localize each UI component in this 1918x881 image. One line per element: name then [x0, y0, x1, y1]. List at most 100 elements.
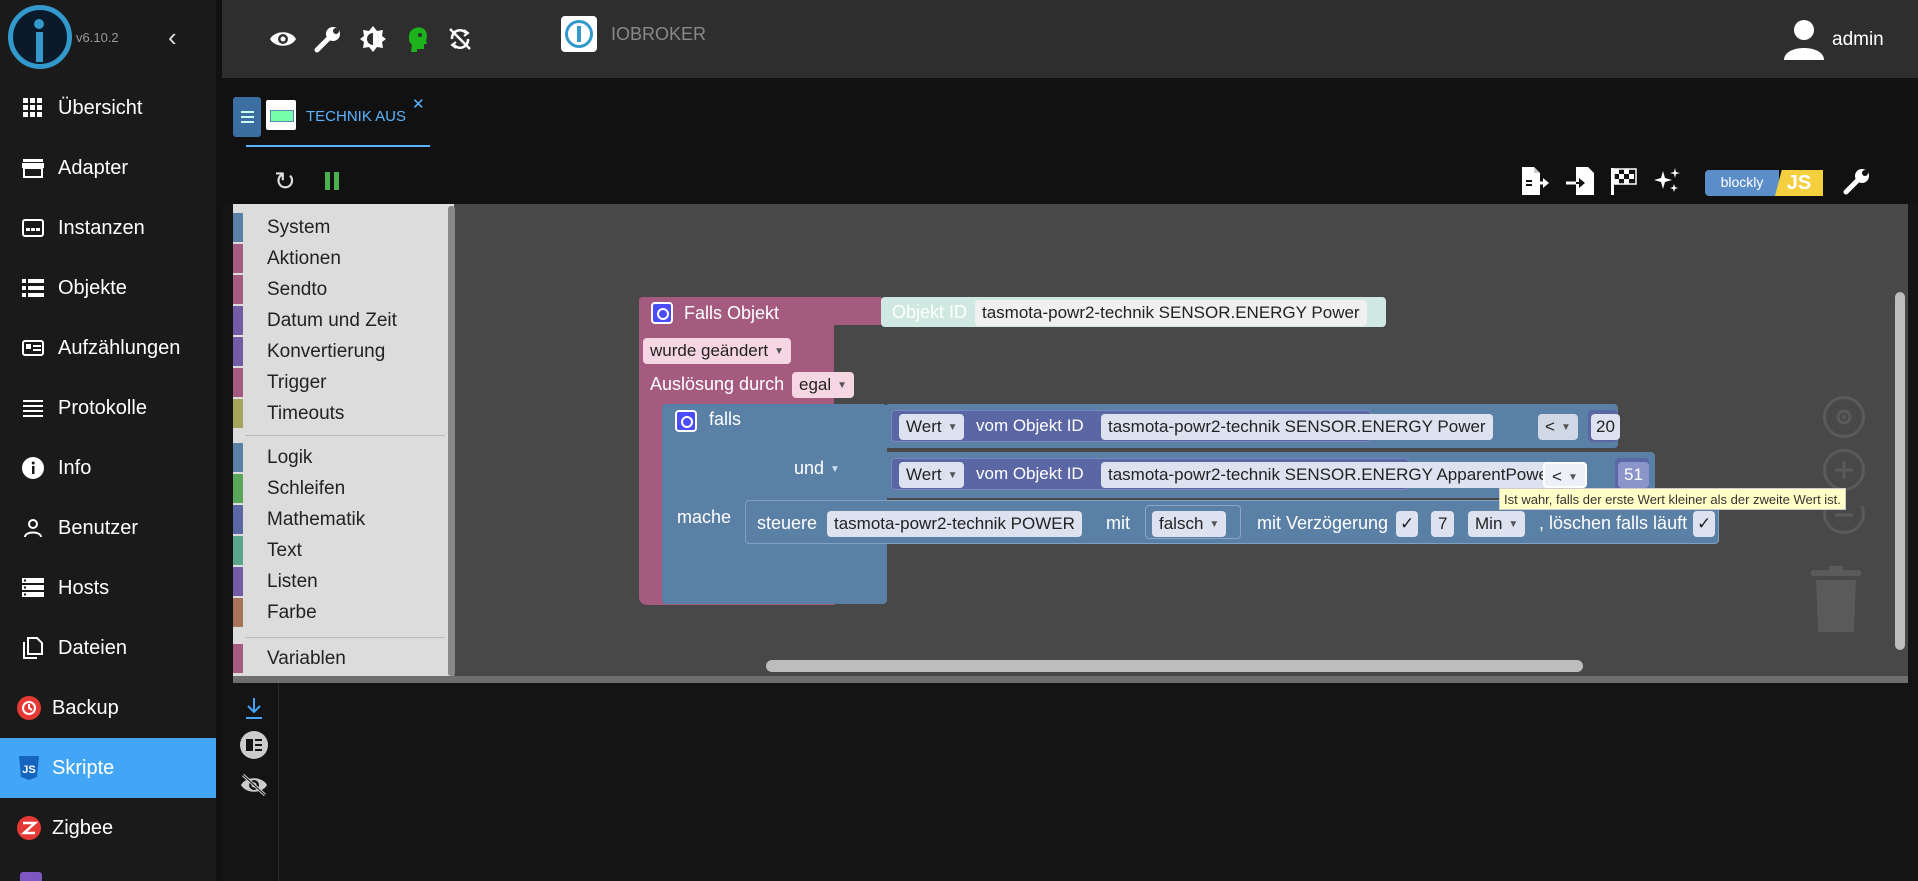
category-mathematik[interactable]: Mathematik [233, 504, 454, 535]
category-schleifen[interactable]: Schleifen [233, 473, 454, 504]
flag-icon[interactable] [1607, 164, 1641, 198]
trigger-object-id-field[interactable]: tasmota-powr2-technik SENSOR.ENERGY Powe… [975, 300, 1367, 326]
tab-close-icon[interactable]: ✕ [412, 96, 425, 113]
sidebar-item-label: Dateien [58, 636, 127, 659]
und-label: und▼ [794, 458, 840, 479]
iobroker-logo[interactable] [8, 5, 72, 69]
operator-dropdown-2[interactable]: <▼ [1543, 462, 1587, 488]
user-avatar-icon[interactable] [1782, 18, 1826, 62]
category-logik[interactable]: Logik [233, 442, 454, 473]
category-konvertierung[interactable]: Konvertierung [233, 336, 454, 367]
category-aktionen[interactable]: Aktionen [233, 243, 454, 274]
number-field-1[interactable]: 20 [1591, 414, 1620, 440]
number-field-2[interactable]: 51 [1618, 462, 1649, 488]
trigger-settings-icon[interactable] [651, 302, 673, 324]
category-text[interactable]: Text [233, 535, 454, 566]
visibility-off-icon[interactable] [237, 768, 271, 802]
info-icon [20, 455, 46, 481]
delay-value-field[interactable]: 7 [1431, 511, 1455, 537]
category-farbe[interactable]: Farbe [233, 597, 454, 628]
if-block-spine [662, 404, 704, 604]
zoom-in-icon[interactable] [1823, 449, 1865, 491]
files-icon [20, 635, 46, 661]
zoom-out-icon[interactable] [1823, 506, 1865, 534]
category-color-bar [233, 567, 243, 596]
magic-icon[interactable] [1650, 164, 1684, 198]
theme-icon[interactable] [355, 21, 391, 57]
trigger-by-dropdown[interactable]: egal▼ [792, 372, 855, 398]
delay-label: mit Verzögerung [1257, 513, 1389, 533]
category-trigger[interactable]: Trigger [233, 367, 454, 398]
export-icon[interactable] [1519, 164, 1553, 198]
condition-value: wurde geändert [650, 341, 769, 360]
condition-dropdown[interactable]: wurde geändert▼ [643, 338, 792, 364]
value-dropdown[interactable]: falsch▼ [1152, 511, 1227, 537]
value-dropdown-1[interactable]: Wert▼ [899, 414, 965, 440]
if-settings-icon[interactable] [675, 410, 697, 432]
sidebar-item-label: Objekte [58, 276, 127, 299]
sidebar-item-info[interactable]: Info [0, 438, 216, 498]
workspace-vertical-scrollbar[interactable] [1895, 292, 1905, 650]
compare-tooltip: Ist wahr, falls der erste Wert kleiner a… [1499, 488, 1846, 510]
category-datum-und-zeit[interactable]: Datum und Zeit [233, 305, 454, 336]
download-icon[interactable] [237, 691, 271, 725]
pause-icon[interactable] [320, 168, 346, 194]
log-view-icon[interactable] [237, 728, 271, 762]
category-timeouts[interactable]: Timeouts [233, 398, 454, 429]
sync-off-icon[interactable] [442, 21, 478, 57]
value-dropdown-2[interactable]: Wert▼ [899, 462, 965, 488]
category-variablen[interactable]: Variablen [233, 643, 454, 674]
blockly-workspace[interactable]: Falls Objekt Objekt ID tasmota-powr2-tec… [233, 204, 1908, 676]
delay-unit-dropdown[interactable]: Min▼ [1468, 511, 1526, 537]
sidebar-item-hosts[interactable]: Hosts [0, 558, 216, 618]
object-id-field-1[interactable]: tasmota-powr2-technik SENSOR.ENERGY Powe… [1101, 414, 1493, 440]
sidebar-item-objekte[interactable]: Objekte [0, 258, 216, 318]
sidebar-item-dateien[interactable]: Dateien [0, 618, 216, 678]
operator-dropdown-1[interactable]: <▼ [1538, 414, 1578, 440]
next-item-icon [20, 872, 42, 881]
eye-icon[interactable] [265, 21, 301, 57]
category-system[interactable]: System [233, 212, 454, 243]
sidebar-item-benutzer[interactable]: Benutzer [0, 498, 216, 558]
sidebar-item-adapter[interactable]: Adapter [0, 138, 216, 198]
delay-checkbox[interactable]: ✓ [1396, 511, 1419, 537]
iobroker-brand-logo[interactable] [561, 16, 597, 52]
control-label: steuere [757, 513, 818, 533]
category-sendto[interactable]: Sendto [233, 274, 454, 305]
sidebar-item-zigbee[interactable]: Zigbee [0, 798, 216, 858]
sidebar-item-uebersicht[interactable]: Übersicht [0, 78, 216, 138]
object-id-field-2[interactable]: tasmota-powr2-technik SENSOR.ENERGY Appa… [1101, 462, 1561, 488]
wrench-icon[interactable] [310, 21, 346, 57]
tab-technik-aus[interactable]: TECHNIK AUS [306, 108, 407, 125]
clear-checkbox[interactable]: ✓ [1693, 511, 1716, 537]
script-settings-wrench-icon[interactable] [1840, 164, 1874, 198]
js-label: JS [1775, 170, 1823, 196]
panel-divider[interactable] [233, 676, 1908, 683]
sidebar-item-aufzaehlungen[interactable]: Aufzählungen [0, 318, 216, 378]
sidebar-item-instanzen[interactable]: Instanzen [0, 198, 216, 258]
expert-mode-icon[interactable] [399, 21, 435, 57]
tab-menu-icon[interactable] [233, 97, 261, 137]
category-listen[interactable]: Listen [233, 566, 454, 597]
import-icon[interactable] [1563, 164, 1597, 198]
with-label: mit [1106, 513, 1130, 533]
category-color-bar [233, 474, 243, 503]
trigger-block-header[interactable] [639, 297, 884, 325]
blockly-js-badge[interactable]: blockly JS [1705, 170, 1823, 196]
workspace-horizontal-scrollbar[interactable] [766, 660, 1583, 672]
category-label: Listen [267, 571, 318, 592]
sidebar-item-protokolle[interactable]: Protokolle [0, 378, 216, 438]
collapse-sidebar-icon[interactable]: ‹ [168, 22, 177, 52]
from-object-label-1: vom Objekt ID [976, 416, 1084, 435]
user-name[interactable]: admin [1832, 29, 1884, 50]
refresh-icon[interactable]: ↻ [274, 166, 296, 196]
trash-icon[interactable] [1809, 566, 1863, 634]
sidebar-item-skripte[interactable]: JS Skripte [0, 738, 216, 798]
control-object-id-field[interactable]: tasmota-powr2-technik POWER [827, 511, 1082, 537]
js-icon: JS [16, 755, 42, 781]
toolbox-scrollbar[interactable] [448, 206, 455, 676]
sidebar: v6.10.2 ‹ Übersicht Adapter Instanzen Ob… [0, 0, 216, 881]
backup-icon [16, 695, 42, 721]
sidebar-item-backup[interactable]: Backup [0, 678, 216, 738]
recenter-icon[interactable] [1823, 396, 1865, 438]
